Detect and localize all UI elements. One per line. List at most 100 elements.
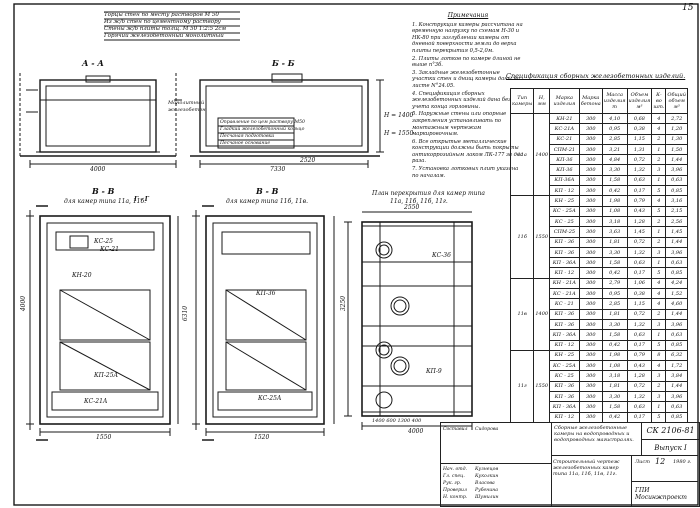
spec-cell: 1,32 (626, 164, 653, 176)
plan-v-v-middle-drawing (192, 210, 335, 436)
spec-cell: 2,85 (601, 298, 628, 310)
spec-cell: 5 (651, 205, 667, 217)
stamp-role-2: Гл. спец. (443, 474, 465, 479)
dim-plan-bottom2: 4000 (408, 428, 424, 435)
spec-cell: 1,44 (665, 380, 688, 393)
spec-header-row: Тип камеры Н, мм Марка изделия Марка бет… (509, 88, 688, 114)
spec-cell: 0,38 (626, 288, 653, 300)
dim-g-height: 6310 (182, 305, 190, 322)
spec-title: Спецификация сборных железобетонных изде… (506, 72, 686, 80)
spec-cell: 4,10 (601, 112, 628, 125)
spec-cell: 0,63 (665, 257, 688, 269)
spec-cell: 0,63 (626, 257, 653, 269)
spec-cell: 1 (651, 143, 667, 156)
spec-cell: 0,43 (626, 205, 653, 217)
spec-cell: 300 (578, 185, 603, 197)
spec-cell: 300 (578, 411, 603, 423)
spec-cell: 1,50 (665, 143, 688, 156)
layer-3: Песчаная подготовка (220, 134, 275, 139)
spec-cell-h: 1400 (533, 277, 551, 351)
plan-label-2: КС-25 (94, 238, 113, 245)
top-note-1: Торцы стен по месту растворов М 50 (104, 12, 219, 18)
note-4: 4. Спецификация сборных железобетонных и… (412, 90, 511, 110)
spec-cell: 300 (578, 277, 603, 290)
spec-cell: 4,60 (665, 298, 688, 310)
spec-cell: 3 (651, 318, 667, 331)
stamp-name-2: Куколкин (475, 474, 499, 479)
spec-cell: 1,28 (626, 215, 653, 228)
spec-cell: 0,79 (626, 195, 653, 207)
spec-cell: 300 (578, 205, 603, 217)
stamp-role-1: Нач. отд. (443, 467, 468, 472)
spec-cell: КС-21 (549, 133, 580, 145)
plan-label-6: КС-25А (258, 395, 282, 402)
spec-cell: 1,52 (665, 288, 688, 300)
spec-cell: 2,15 (665, 205, 688, 217)
spec-cell: 1,28 (626, 370, 653, 382)
spec-cell: 4 (651, 112, 667, 125)
dim-g-width: 1520 (254, 434, 270, 441)
spec-cell: 5 (651, 185, 667, 197)
spec-cell: 300 (578, 391, 603, 403)
spec-cell: 0,85 (665, 267, 688, 279)
spec-cell: 300 (578, 174, 603, 187)
spec-cell: 0,17 (626, 411, 653, 423)
section-v2-sub: для камер типа 11б, 11в. (226, 198, 308, 205)
spec-cell: 0,95 (601, 123, 628, 135)
note-6: 6. Все открытые металлические конструкци… (412, 138, 524, 165)
spec-cell: 1,44 (665, 154, 688, 166)
plan-label-4: КП-36 (256, 290, 276, 297)
spec-cell: 1,44 (665, 308, 688, 320)
stamp-org: ГПИ Мосинжпроект (635, 487, 687, 501)
spec-cell: 0,63 (665, 174, 688, 187)
spec-cell: 1,58 (601, 401, 628, 413)
spec-cell-type: 11в (509, 277, 535, 351)
spec-cell: 1 (651, 257, 667, 269)
plan-label-1: КС-36 (432, 252, 451, 259)
note-2: 2. Плиты лотков по камере длиной не выше… (412, 55, 521, 69)
spec-cell: 1,72 (665, 360, 688, 372)
notes-title: Примечания (447, 12, 489, 19)
spec-cell: 1,44 (665, 236, 688, 248)
spec-cell: 3 (651, 370, 667, 382)
spec-cell: КС - 25 (549, 215, 580, 228)
spec-cell: 1,45 (665, 226, 688, 238)
section-a-label: А - А (82, 58, 104, 68)
spec-cell: СПМ-25 (549, 226, 580, 238)
spec-cell: 1,32 (626, 391, 653, 403)
spec-cell: 1,06 (626, 277, 653, 290)
spec-cell: 300 (578, 164, 603, 176)
slab-plan-sub: 11а, 11б, 11б, 11г. (390, 198, 448, 205)
stamp-code: СК 2106-81 (641, 423, 699, 439)
spec-cell: 300 (578, 133, 603, 145)
spec-cell: 3,96 (665, 391, 688, 403)
stamp-issue: Выпуск I (641, 439, 699, 456)
spec-cell: 300 (578, 195, 603, 207)
monolith-label: Монолитный железобетон (168, 100, 206, 113)
layer-2: Гладкий железобетонный кольцо (220, 127, 305, 132)
spec-h-count: К-во шт. (651, 88, 667, 114)
stamp-name-6: Сидорова (475, 427, 499, 432)
spec-cell: 3,30 (601, 318, 628, 331)
spec-cell: 0,42 (601, 185, 628, 197)
spec-cell: 1,08 (601, 205, 628, 217)
section-b-b-drawing (174, 73, 384, 168)
spec-cell: 4 (651, 277, 667, 290)
spec-cell: 3 (651, 164, 667, 176)
slab-plan-drawing (344, 211, 473, 430)
spec-cell: 0,17 (626, 185, 653, 197)
plan-label-9: КП-9 (426, 368, 442, 375)
spec-cell: 3,16 (665, 195, 688, 207)
dim-b-width: 7330 (270, 166, 286, 173)
spec-cell: 300 (578, 329, 603, 341)
spec-h-total: Общий объем м³ (665, 88, 688, 114)
note-7: 7. Установка лотковых плит указана по на… (412, 166, 519, 179)
spec-cell: 0,17 (626, 267, 653, 279)
